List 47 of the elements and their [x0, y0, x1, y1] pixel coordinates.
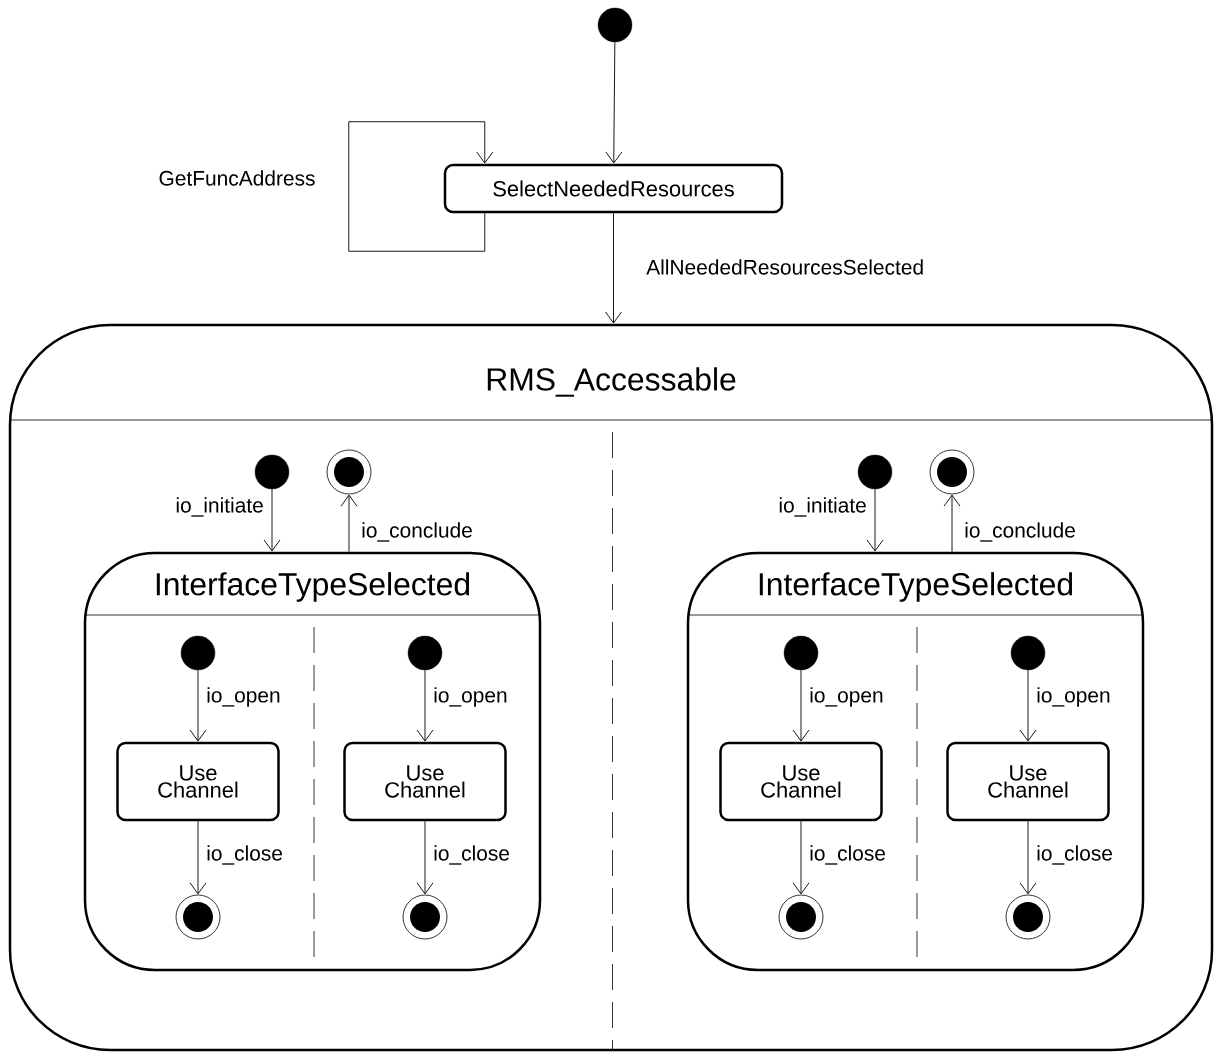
transition-label: io_conclude: [965, 522, 1075, 542]
final-state: [1005, 894, 1051, 940]
initial-state: [180, 635, 216, 671]
initial-state: [254, 454, 290, 490]
transition-arrow: [1019, 820, 1037, 895]
final-state: [326, 449, 372, 495]
transition-arrow: [416, 669, 434, 742]
transition-arrow: [792, 669, 810, 742]
transition-label: io_open: [434, 687, 507, 707]
transition-label: AllNeededResourcesSelected: [646, 259, 923, 275]
transition-arrow: [263, 488, 281, 552]
transition-arrow: [605, 212, 622, 324]
transition-label: io_close: [1037, 845, 1112, 865]
initial-state: [783, 635, 819, 671]
transition-arrow: [943, 494, 961, 553]
state-box: Use Channel: [719, 741, 883, 822]
transition-label: io_close: [207, 845, 282, 865]
final-state: [175, 894, 221, 940]
transition-arrow: [1019, 669, 1037, 742]
initial-state: [1010, 635, 1046, 671]
transition-arrow: [792, 820, 810, 895]
transition-arrow: [416, 820, 434, 895]
transition-label: io_initiate: [779, 497, 866, 517]
transition-arrow: [348, 121, 494, 252]
final-state: [402, 894, 448, 940]
transition-arrow: [189, 669, 207, 742]
initial-state: [407, 635, 443, 671]
transition-arrow: [866, 488, 884, 552]
transition-label: io_close: [810, 845, 885, 865]
final-state: [778, 894, 824, 940]
transition-label: io_conclude: [362, 522, 472, 542]
initial-state: [857, 454, 893, 490]
state-box: Use Channel: [343, 741, 507, 822]
state-box: Use Channel: [116, 741, 280, 822]
transition-label: io_close: [434, 845, 509, 865]
transition-label: io_open: [207, 687, 280, 707]
transition-label: io_initiate: [176, 497, 263, 517]
transition-arrow: [189, 820, 207, 895]
state-box: SelectNeededResources: [443, 163, 784, 214]
transition-arrow: [340, 494, 358, 553]
final-state: [929, 449, 975, 495]
transition-label: io_open: [810, 687, 883, 707]
transition-label: GetFuncAddress: [159, 170, 315, 186]
state-box: Use Channel: [946, 741, 1110, 822]
transition-label: io_open: [1037, 687, 1110, 707]
initial-state: [597, 7, 633, 43]
transition-arrow: [605, 41, 623, 164]
